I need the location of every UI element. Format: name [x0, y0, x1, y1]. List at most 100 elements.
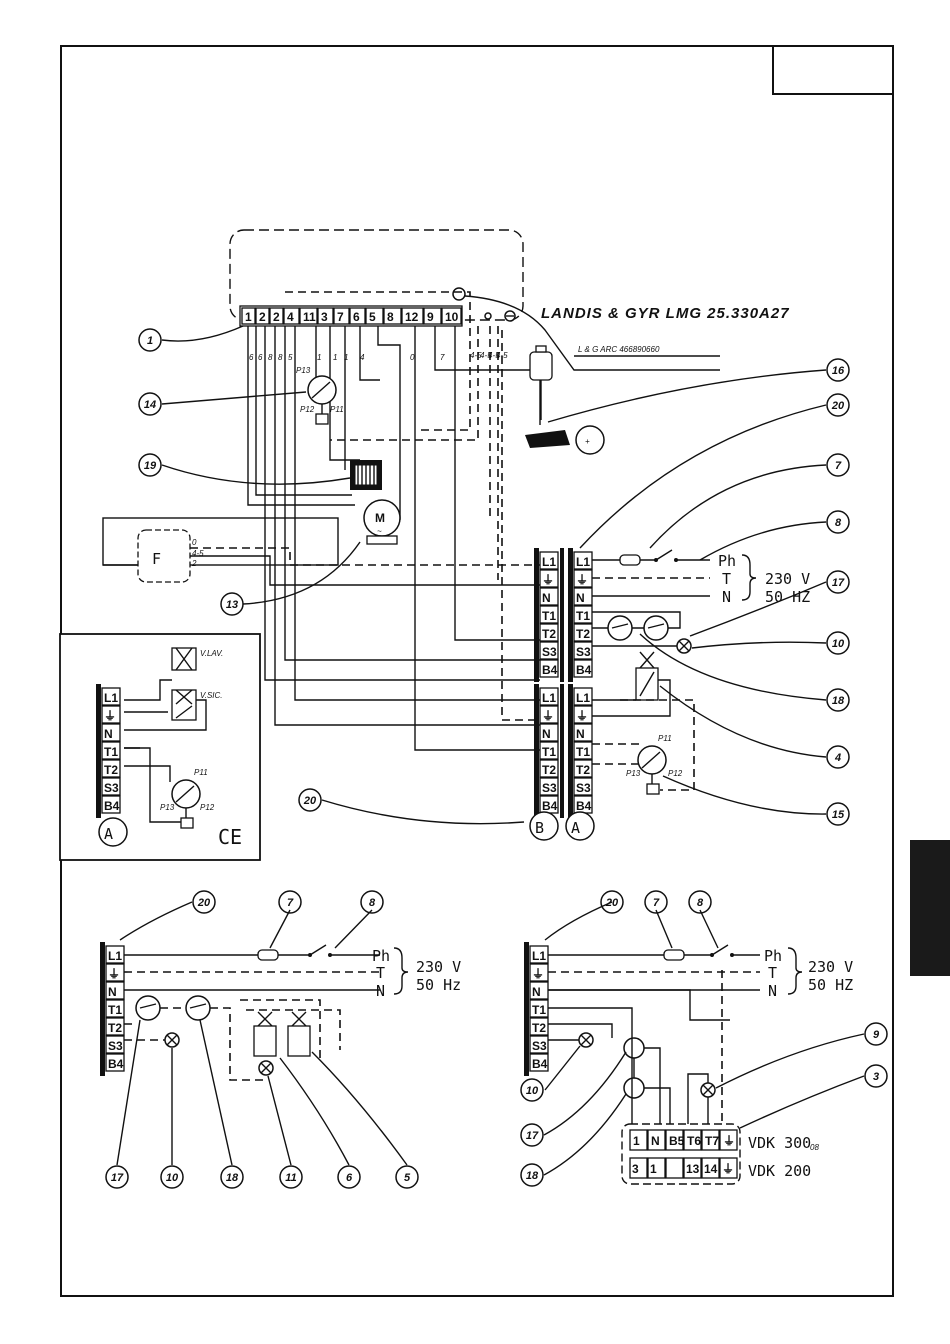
strip-terminal	[573, 723, 593, 742]
svg-text:P11: P11	[658, 734, 672, 743]
strip-terminal	[101, 795, 121, 814]
svg-text:V.LAV.: V.LAV.	[200, 649, 223, 658]
callout-r20b	[298, 788, 322, 812]
callout-label: 7	[653, 897, 660, 909]
strip-terminal	[105, 1053, 125, 1072]
strip-terminal	[573, 687, 593, 706]
controller-terminal	[365, 307, 384, 325]
strip-terminal	[573, 741, 593, 760]
svg-text:1: 1	[344, 353, 348, 362]
callout-r7b	[278, 890, 302, 914]
controller-terminal	[349, 307, 366, 325]
strip-terminal	[101, 705, 121, 724]
controller-terminal	[269, 307, 284, 325]
callout-r5	[395, 1165, 419, 1189]
controller-terminal-label: 6	[353, 310, 360, 324]
strip-terminal-label: T1	[108, 1003, 122, 1017]
vdk-terminal-label: 3	[632, 1162, 639, 1176]
callout-r14	[138, 392, 162, 416]
vdk-terminal-label: N	[651, 1134, 660, 1148]
strip-terminal	[539, 569, 559, 588]
strip-terminal	[105, 999, 125, 1018]
strip-terminal-label: T2	[576, 763, 590, 777]
plug-labels: B A	[529, 811, 595, 841]
svg-text:4: 4	[360, 353, 365, 362]
callout-r18c	[520, 1163, 544, 1187]
strip-terminal	[529, 1017, 549, 1036]
filter-label: F	[152, 550, 161, 568]
callout-r3	[864, 1064, 888, 1088]
vdk-terminal	[629, 1129, 648, 1151]
svg-text:230 V: 230 V	[765, 570, 810, 588]
svg-text:4-5: 4-5	[480, 351, 492, 360]
vdk-terminal	[665, 1157, 684, 1179]
callout-r19	[138, 453, 162, 477]
svg-text:N: N	[376, 982, 385, 1000]
strip-terminal-label: ⏚	[576, 709, 588, 723]
strip-terminal-label: ⏚	[532, 967, 544, 981]
strip-terminal	[105, 1017, 125, 1036]
strip-terminal-label: B4	[108, 1057, 124, 1071]
callout-label: 4	[834, 752, 841, 764]
svg-text:P13: P13	[626, 769, 641, 778]
strip-terminal-label: B4	[576, 663, 592, 677]
strip-terminal-label: T2	[104, 763, 118, 777]
callout-r20c	[192, 890, 216, 914]
strip-terminal	[573, 759, 593, 778]
strip-terminal-label: T2	[108, 1021, 122, 1035]
svg-text:Ph: Ph	[718, 552, 736, 570]
strip-terminal	[539, 723, 559, 742]
svg-text:P12: P12	[200, 803, 215, 812]
controller-terminal-label: 8	[387, 310, 394, 324]
callout-label: 17	[111, 1172, 124, 1184]
svg-text:T: T	[768, 964, 777, 982]
callout-label: 20	[303, 795, 317, 807]
svg-text:P11: P11	[194, 768, 208, 777]
controller-terminal-label: 7	[337, 310, 344, 324]
callout-label: 1	[147, 335, 153, 347]
svg-text:230 V: 230 V	[416, 958, 461, 976]
controller-terminal	[423, 307, 442, 325]
strip-terminal-label: N	[104, 727, 113, 741]
callout-label: 16	[832, 365, 845, 377]
strip-terminal	[105, 1035, 125, 1054]
svg-text:2: 2	[191, 559, 197, 568]
vdk-terminal	[647, 1129, 666, 1151]
callout-label: 5	[404, 1172, 411, 1184]
strip-terminal	[101, 759, 121, 778]
callout-label: 13	[226, 599, 238, 611]
strip-terminal-label: T1	[532, 1003, 546, 1017]
strip-terminal	[539, 687, 559, 706]
svg-text:P13: P13	[160, 803, 175, 812]
callout-r7c	[644, 890, 668, 914]
strip-terminal	[573, 605, 593, 624]
strip-terminal-label: L1	[542, 691, 556, 705]
vdk-terminal	[683, 1157, 702, 1179]
svg-text:50 HZ: 50 HZ	[765, 588, 810, 606]
strip-terminal-label: L1	[576, 555, 590, 569]
svg-text:P12: P12	[300, 405, 315, 414]
svg-text:5: 5	[288, 353, 293, 362]
strip-terminal-label: N	[108, 985, 117, 999]
strip-terminal-label: N	[576, 591, 585, 605]
strip-terminal	[539, 605, 559, 624]
strip-terminal	[101, 777, 121, 796]
svg-text:50 Hz: 50 Hz	[416, 976, 461, 994]
pressostat-14: P13 P12 P11	[296, 366, 344, 425]
vdk-terminal	[701, 1157, 720, 1179]
svg-text:4-5: 4-5	[488, 351, 500, 360]
strip-terminal-label: S3	[104, 781, 119, 795]
callout-label: 18	[832, 695, 845, 707]
earth-symbol-top	[484, 310, 516, 322]
callout-r17c	[520, 1123, 544, 1147]
strip-terminal-label: T1	[576, 745, 590, 759]
strip-terminal	[573, 777, 593, 796]
callout-r6	[337, 1165, 361, 1189]
callout-r1	[138, 328, 162, 352]
callout-r20a	[826, 393, 850, 417]
